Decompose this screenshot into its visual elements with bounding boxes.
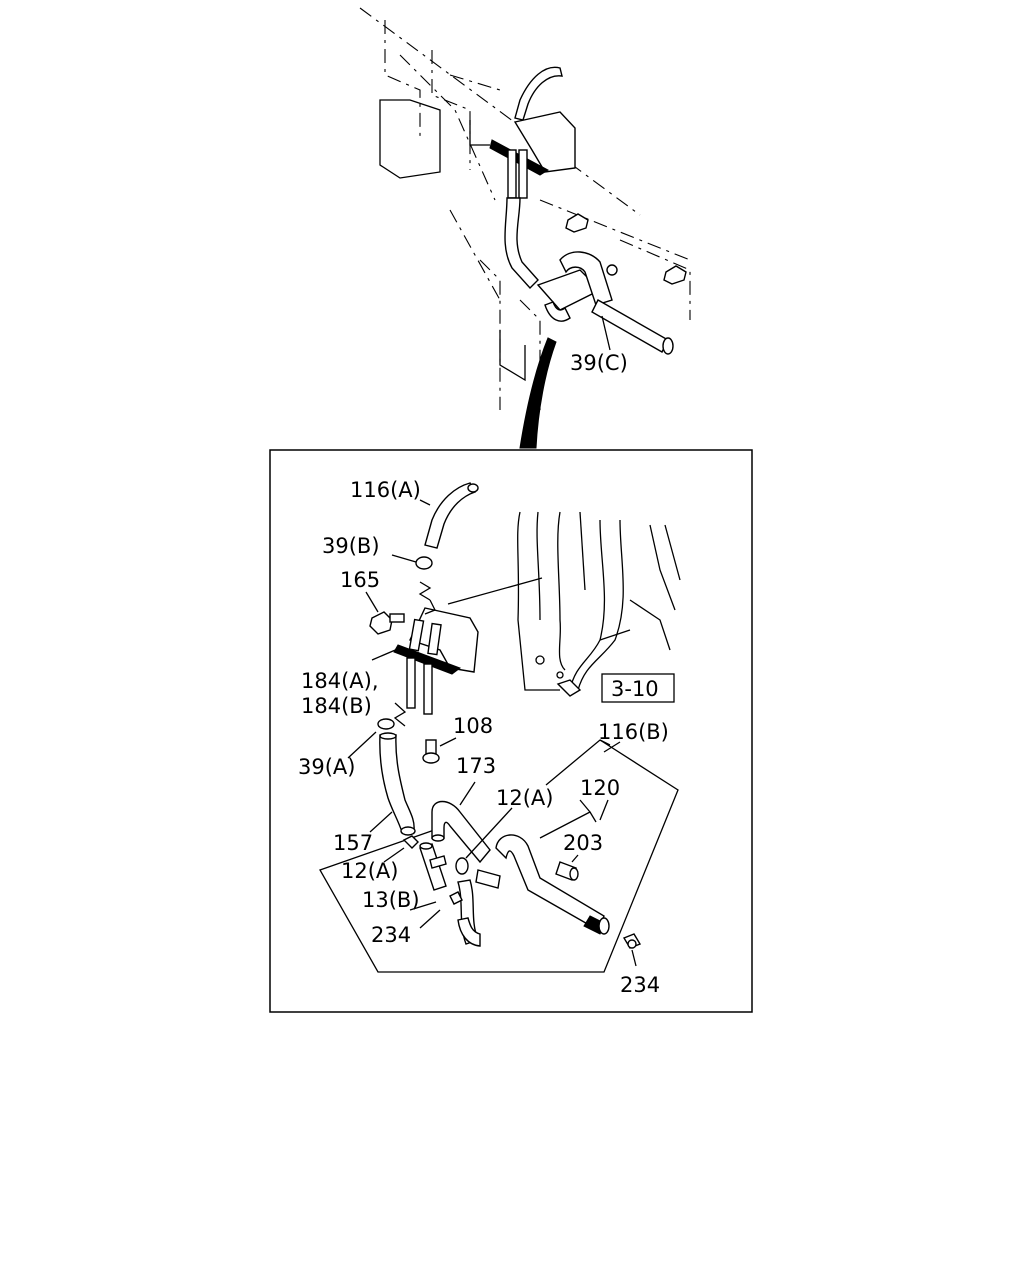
part-173-hose: 173 <box>431 754 496 864</box>
part-234-fitting-left: 234 <box>371 891 463 947</box>
callout-116b: 116(B) <box>598 720 669 744</box>
part-184-bracket: 184(A), 184(B) <box>301 599 479 727</box>
part-116a-hose: 116(A) <box>350 478 479 549</box>
reference-label: 3-10 <box>611 677 659 701</box>
part-13b-tee: 13(B) <box>362 842 447 912</box>
callout-12a-lower: 12(A) <box>341 859 398 883</box>
callout-173: 173 <box>456 754 496 778</box>
callout-108: 108 <box>453 714 493 738</box>
callout-234-right: 234 <box>620 973 660 997</box>
detail-frame <box>269 449 753 1013</box>
callout-120: 120 <box>580 776 620 800</box>
callout-12a-upper: 12(A) <box>496 786 553 810</box>
part-165-bolt: 165 <box>340 568 405 635</box>
callout-39c: 39(C) <box>570 351 628 375</box>
reference-body-outline <box>517 511 681 697</box>
part-108-fitting: 108 <box>422 714 493 764</box>
callout-39a: 39(A) <box>298 755 355 779</box>
mount-leader-line <box>447 577 543 605</box>
reference-box: 3-10 <box>601 673 675 703</box>
part-120-pipe <box>457 834 610 947</box>
callout-203: 203 <box>563 831 603 855</box>
part-234-wing-nut-right: 234 <box>620 933 660 997</box>
part-39a-clamp: 39(A) <box>298 718 395 779</box>
callout-157: 157 <box>333 831 373 855</box>
callout-116a: 116(A) <box>350 478 421 502</box>
part-203-plug <box>555 861 579 881</box>
callout-184b: 184(B) <box>301 694 372 718</box>
callout-39b: 39(B) <box>322 534 380 558</box>
part-39b-clamp: 39(B) <box>322 534 433 601</box>
callout-165: 165 <box>340 568 380 592</box>
overview-illustration: 39(C) <box>359 7 691 449</box>
callout-184a: 184(A), <box>301 669 379 693</box>
part-12a-clamp-upper: 12(A) <box>455 786 553 875</box>
callout-234-left: 234 <box>371 923 411 947</box>
callout-13b: 13(B) <box>362 888 420 912</box>
callout-group-right: 116(B) 120 203 <box>539 720 669 863</box>
part-12a-clamp-lower: 12(A) <box>341 835 419 883</box>
part-157-hose: 157 <box>333 732 416 855</box>
